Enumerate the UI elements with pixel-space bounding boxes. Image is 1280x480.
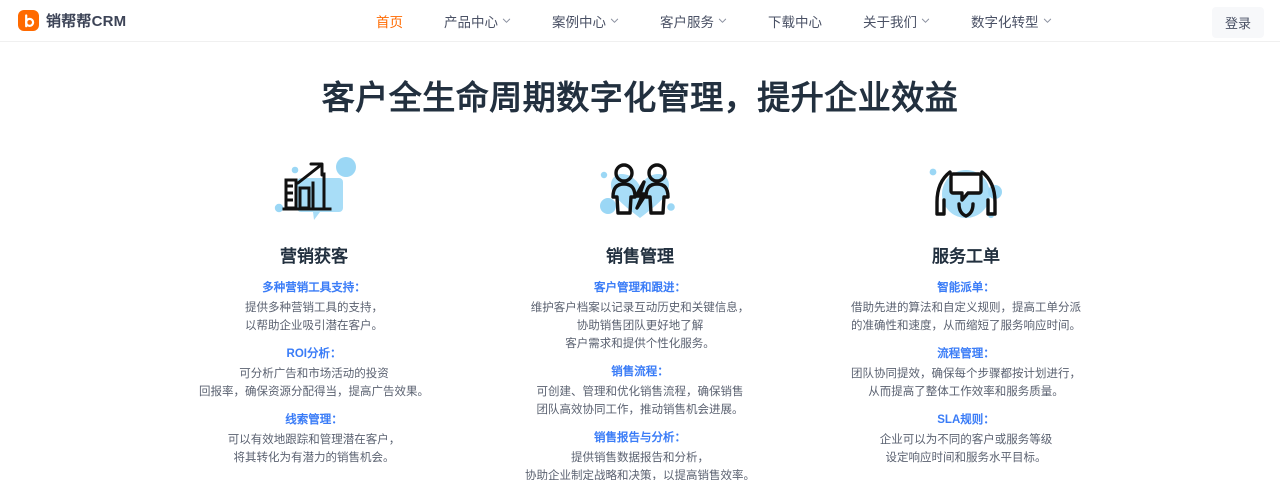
nav-item-about-us[interactable]: 关于我们 (863, 11, 950, 31)
feature-detail-head: 智能派单： (937, 282, 995, 294)
page-title: 客户全生命周期数字化管理，提升企业效益 (321, 79, 959, 116)
feature-detail-head: 销售流程： (611, 366, 669, 379)
feature-detail-item: 客户管理和跟进： 维护客户档案以记录互动历史和关键信息， 协助销售团队更好地了解… (477, 280, 803, 353)
feature-detail-item: 销售报告与分析： 提供销售数据报告和分析， 协助企业制定战略和决策，以提高销售效… (477, 430, 803, 480)
feature-detail-item: 智能派单： 借助先进的算法和自定义规则，提高工单分派 的准确性和速度，从而缩短了… (803, 280, 1129, 335)
nav-item-customer-service[interactable]: 客户服务 (660, 11, 747, 31)
feature-detail-body: 团队协同提效，确保每个步骤都按计划进行， 从而提高了整体工作效率和服务质量。 (851, 367, 1081, 399)
nav-item-label: 下载中心 (768, 15, 822, 30)
nav-item-digital-transformation[interactable]: 数字化转型 (971, 11, 1072, 31)
feature-detail-head: 流程管理： (937, 348, 995, 361)
feature-title: 服务工单 (932, 247, 1000, 266)
nav-item-products[interactable]: 产品中心 (444, 11, 531, 31)
feature-card-sales: 销售管理 客户管理和跟进： 维护客户档案以记录互动历史和关键信息， 协助销售团队… (477, 152, 803, 480)
feature-detail-item: SLA规则： 企业可以为不同的客户或服务等级 设定响应时间和服务水平目标。 (803, 412, 1129, 467)
nav-item-label: 数字化转型 (971, 15, 1039, 30)
nav-item-label: 产品中心 (444, 15, 498, 30)
feature-detail-item: ROI分析： 可分析广告和市场活动的投资 回报率，确保资源分配得当，提高广告效果… (151, 346, 477, 401)
feature-detail-body: 企业可以为不同的客户或服务等级 设定响应时间和服务水平目标。 (879, 434, 1053, 465)
feature-detail-head: 销售报告与分析： (594, 432, 686, 445)
feature-detail-body: 可分析广告和市场活动的投资 回报率，确保资源分配得当，提高广告效果。 (199, 367, 429, 399)
login-button[interactable]: 登录 (1211, 7, 1264, 38)
feature-detail-body: 维护客户档案以记录互动历史和关键信息， 协助销售团队更好地了解 客户需求和提供个… (530, 301, 750, 351)
nav-item-downloads[interactable]: 下载中心 (768, 11, 842, 31)
feature-card-service-tickets: 服务工单 智能派单： 借助先进的算法和自定义规则，提高工单分派 的准确性和速度，… (803, 152, 1129, 467)
main-navigation: 首页 产品中心 案例中心 客户服务 下载中心 关于我们 (376, 0, 1072, 42)
chevron-down-icon (502, 16, 511, 25)
feature-title: 营销获客 (280, 247, 348, 266)
feature-detail-body: 可创建、管理和优化销售流程，确保销售 团队高效协同工作，推动销售机会进展。 (536, 386, 744, 417)
bar-chart-growth-icon (259, 152, 369, 230)
chevron-down-icon (921, 16, 930, 25)
nav-item-label: 首页 (376, 15, 403, 30)
feature-detail-item: 线索管理： 可以有效地跟踪和管理潜在客户， 将其转化为有潜力的销售机会。 (151, 412, 477, 467)
feature-detail-head: 客户管理和跟进： (594, 282, 686, 294)
chevron-down-icon (718, 16, 727, 25)
brand-logo[interactable]: 销帮帮CRM (18, 10, 126, 31)
feature-detail-item: 销售流程： 可创建、管理和优化销售流程，确保销售 团队高效协同工作，推动销售机会… (477, 364, 803, 419)
feature-detail-head: 多种营销工具支持： (262, 282, 366, 294)
nav-item-label: 关于我们 (863, 15, 917, 30)
feature-title: 销售管理 (606, 247, 674, 266)
feature-detail-list: 多种营销工具支持： 提供多种营销工具的支持， 以帮助企业吸引潜在客户。 ROI分… (151, 280, 477, 467)
feature-detail-body: 提供销售数据报告和分析， 协助企业制定战略和决策，以提高销售效率。 (525, 452, 755, 480)
nav-item-label: 客户服务 (660, 15, 714, 30)
feature-detail-body: 提供多种营销工具的支持， 以帮助企业吸引潜在客户。 (245, 301, 383, 332)
feature-detail-list: 客户管理和跟进： 维护客户档案以记录互动历史和关键信息， 协助销售团队更好地了解… (477, 280, 803, 480)
nav-item-home[interactable]: 首页 (376, 11, 423, 31)
feature-detail-item: 流程管理： 团队协同提效，确保每个步骤都按计划进行， 从而提高了整体工作效率和服… (803, 346, 1129, 401)
feature-detail-head: ROI分析： (286, 348, 342, 361)
feature-card-marketing: 营销获客 多种营销工具支持： 提供多种营销工具的支持， 以帮助企业吸引潜在客户。… (151, 152, 477, 467)
customer-support-icon (911, 152, 1021, 230)
feature-detail-body: 可以有效地跟踪和管理潜在客户， 将其转化为有潜力的销售机会。 (227, 434, 401, 465)
feature-detail-item: 多种营销工具支持： 提供多种营销工具的支持， 以帮助企业吸引潜在客户。 (151, 280, 477, 335)
feature-detail-body: 借助先进的算法和自定义规则，提高工单分派 的准确性和速度，从而缩短了服务响应时间… (851, 301, 1081, 332)
nav-item-cases[interactable]: 案例中心 (552, 11, 639, 31)
feature-detail-head: SLA规则： (937, 414, 995, 427)
team-collaboration-icon (585, 152, 695, 230)
chevron-down-icon (1043, 16, 1052, 25)
logo-b-icon (18, 10, 39, 31)
chevron-down-icon (610, 16, 619, 25)
site-header: 销帮帮CRM 首页 产品中心 案例中心 客户服务 下载中心 关于我 (0, 0, 1280, 42)
feature-detail-list: 智能派单： 借助先进的算法和自定义规则，提高工单分派 的准确性和速度，从而缩短了… (803, 280, 1129, 467)
feature-columns: 营销获客 多种营销工具支持： 提供多种营销工具的支持， 以帮助企业吸引潜在客户。… (0, 152, 1280, 480)
nav-item-label: 案例中心 (552, 15, 606, 30)
feature-detail-head: 线索管理： (285, 414, 343, 427)
brand-name: 销帮帮CRM (46, 13, 127, 30)
